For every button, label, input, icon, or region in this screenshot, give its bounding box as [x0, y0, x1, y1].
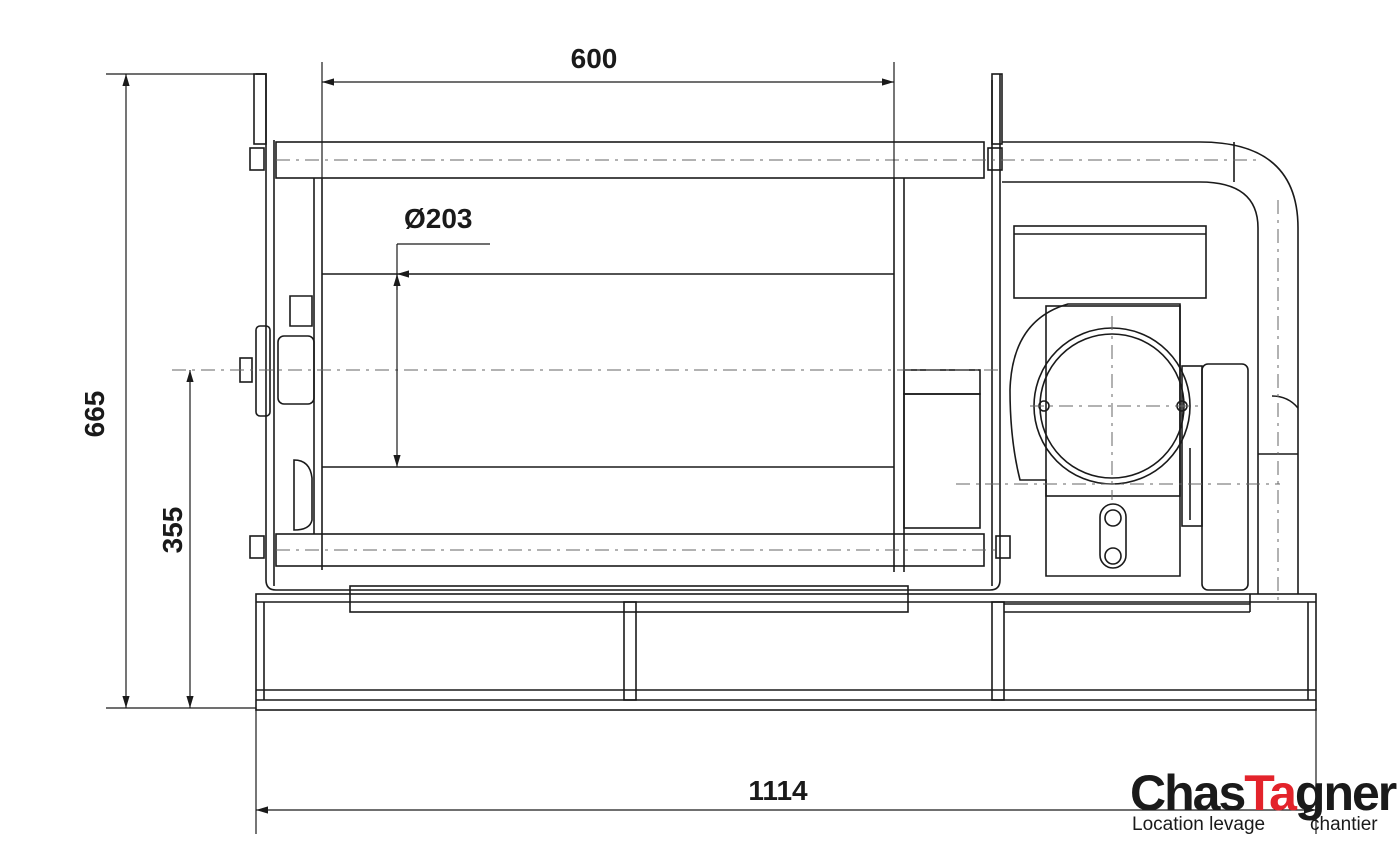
dimension-665-label: 665 — [79, 391, 110, 438]
dimension-600-label: 600 — [571, 43, 618, 74]
base-frame — [255, 585, 1317, 711]
dimension-diameter-label: Ø203 — [404, 203, 473, 234]
drum — [313, 178, 981, 572]
brand-name-accent: Ta — [1244, 765, 1298, 821]
dimension-1114-label: 1114 — [748, 775, 808, 806]
brand-name-left: Chas — [1130, 765, 1244, 821]
left-bearing — [239, 295, 315, 531]
brand-tagline-left: Location levage — [1132, 814, 1265, 835]
motor-gearbox — [1009, 225, 1249, 591]
brand-logo: ChasTagner Location levage chantier — [1130, 765, 1399, 835]
machine-outline — [239, 73, 1317, 711]
dimension-lines — [106, 62, 1317, 834]
brand-name-right: gner — [1295, 765, 1397, 821]
pipe-loop — [1002, 141, 1299, 594]
tie-rods — [275, 141, 985, 567]
side-plates — [249, 73, 1011, 591]
brand-tagline-right: chantier — [1310, 814, 1378, 835]
dimension-355-label: 355 — [157, 507, 188, 554]
brand-name: ChasTagner — [1130, 765, 1397, 821]
center-lines — [172, 159, 1280, 600]
